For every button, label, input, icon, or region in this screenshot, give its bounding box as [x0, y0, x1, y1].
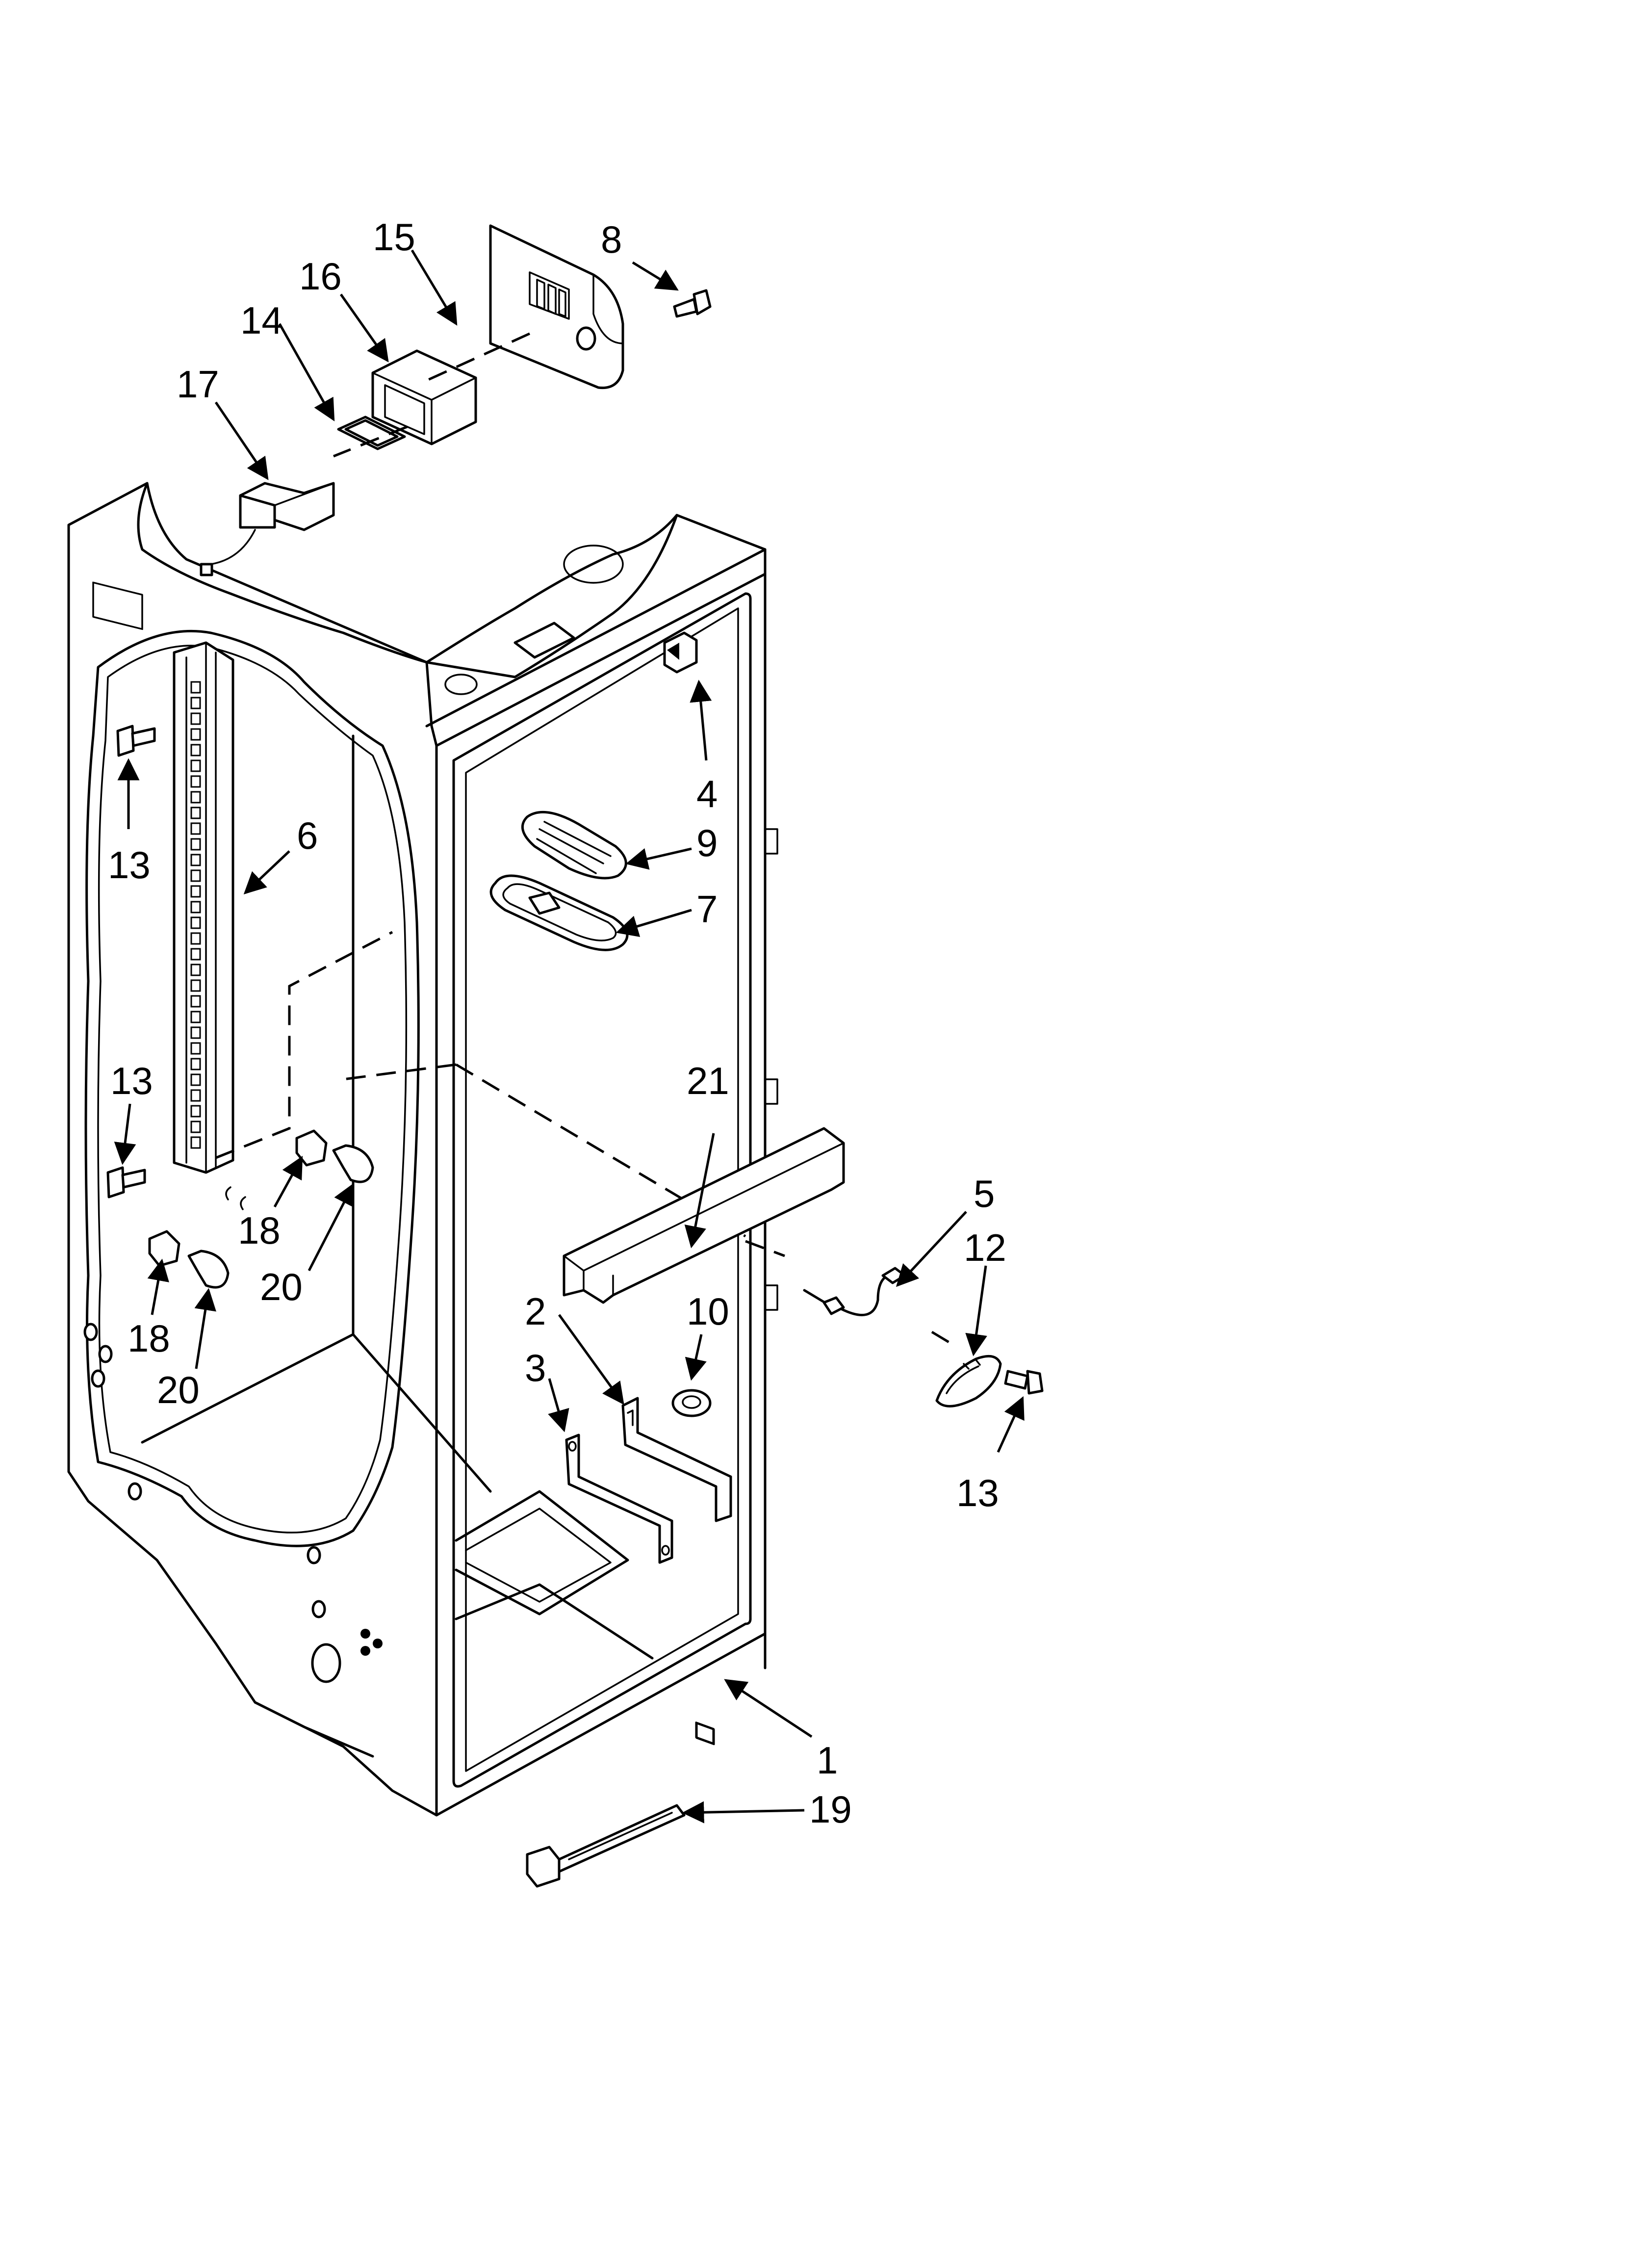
callout-7: 7 — [696, 887, 718, 931]
callout-12: 12 — [964, 1226, 1006, 1269]
callout-19: 19 — [809, 1788, 852, 1831]
cable-tie — [526, 1804, 686, 1888]
rail-slot — [190, 885, 201, 898]
rail-slot — [190, 1042, 201, 1055]
callout-21: 21 — [687, 1059, 729, 1102]
callout-20b: 20 — [157, 1368, 200, 1411]
rail-slot — [190, 916, 201, 929]
rail-slot — [190, 854, 201, 866]
callout-18a: 18 — [238, 1209, 281, 1252]
rail-slot — [190, 995, 201, 1008]
rail-slot — [190, 948, 201, 961]
callout-20a: 20 — [260, 1265, 303, 1308]
rail-slot — [190, 807, 201, 819]
grommet — [671, 1389, 712, 1417]
rail-slot — [190, 1121, 201, 1133]
vent-grille — [521, 810, 627, 880]
cabinet-liner — [67, 482, 778, 1817]
rail-slot — [190, 1058, 201, 1070]
callout-15: 15 — [373, 215, 415, 259]
gasket — [337, 416, 406, 450]
wire-harness — [803, 1267, 906, 1316]
callout-5: 5 — [974, 1172, 995, 1215]
callout-4: 4 — [696, 772, 718, 815]
screw-13-top — [116, 725, 156, 757]
assembly-leaders — [215, 332, 957, 1348]
rail-slot — [190, 1136, 201, 1149]
light-switch — [663, 631, 698, 674]
rail-slot — [190, 728, 201, 741]
bulb-lower — [187, 1250, 230, 1289]
callout-17: 17 — [177, 363, 219, 406]
crossbar — [563, 1127, 845, 1304]
rail-slot — [190, 869, 201, 882]
callout-3: 3 — [525, 1346, 546, 1389]
rail-slot — [190, 697, 201, 709]
callout-10: 10 — [687, 1290, 729, 1333]
callout-16: 16 — [299, 255, 342, 298]
callout-18b: 18 — [128, 1317, 170, 1360]
rail-slot — [190, 775, 201, 788]
rail-slot — [190, 1089, 201, 1102]
callout-8: 8 — [601, 218, 622, 261]
callout-13c: 13 — [956, 1471, 999, 1514]
light-cover — [935, 1355, 1002, 1408]
screw-13-bottom — [106, 1166, 146, 1199]
air-housing — [371, 349, 477, 445]
rail-slot — [190, 1026, 201, 1039]
screw-13-right — [1004, 1370, 1044, 1395]
rail-slot — [190, 901, 201, 913]
rail-slot — [190, 744, 201, 756]
damper-control — [200, 482, 335, 576]
callout-2: 2 — [525, 1290, 546, 1333]
callout-6: 6 — [297, 814, 318, 857]
rail-slot — [190, 1011, 201, 1023]
rail-slot — [190, 1105, 201, 1118]
rail-slot — [190, 822, 201, 835]
callout-13b: 13 — [110, 1059, 153, 1102]
rail-slot — [190, 712, 201, 725]
callout-9: 9 — [696, 821, 718, 864]
callout-14: 14 — [240, 299, 283, 342]
rail-slots — [190, 681, 201, 1149]
rail-slot — [190, 681, 201, 694]
callout-labels: 1 2 3 4 5 6 7 8 9 10 12 13 13 13 14 15 1… — [108, 215, 1006, 1831]
lamp-socket-upper — [295, 1129, 328, 1167]
rail-slot — [190, 759, 201, 772]
bracket-2 — [621, 1397, 732, 1746]
callout-1: 1 — [817, 1739, 838, 1782]
lamp-socket-lower — [148, 1230, 180, 1267]
rail-slot — [190, 1073, 201, 1086]
vent-bezel — [489, 874, 629, 951]
rail-slot — [190, 932, 201, 945]
bracket-3 — [565, 1434, 673, 1564]
shelf-rail — [173, 641, 234, 1174]
rail-slot — [190, 979, 201, 992]
rail-slot — [190, 964, 201, 976]
bulb-upper — [332, 1144, 374, 1183]
screw-8 — [673, 289, 712, 318]
callout-arrows — [114, 249, 1025, 1824]
rail-slot — [190, 791, 201, 804]
control-housing — [489, 224, 624, 390]
callout-13a: 13 — [108, 843, 151, 886]
rail-slot — [190, 838, 201, 851]
